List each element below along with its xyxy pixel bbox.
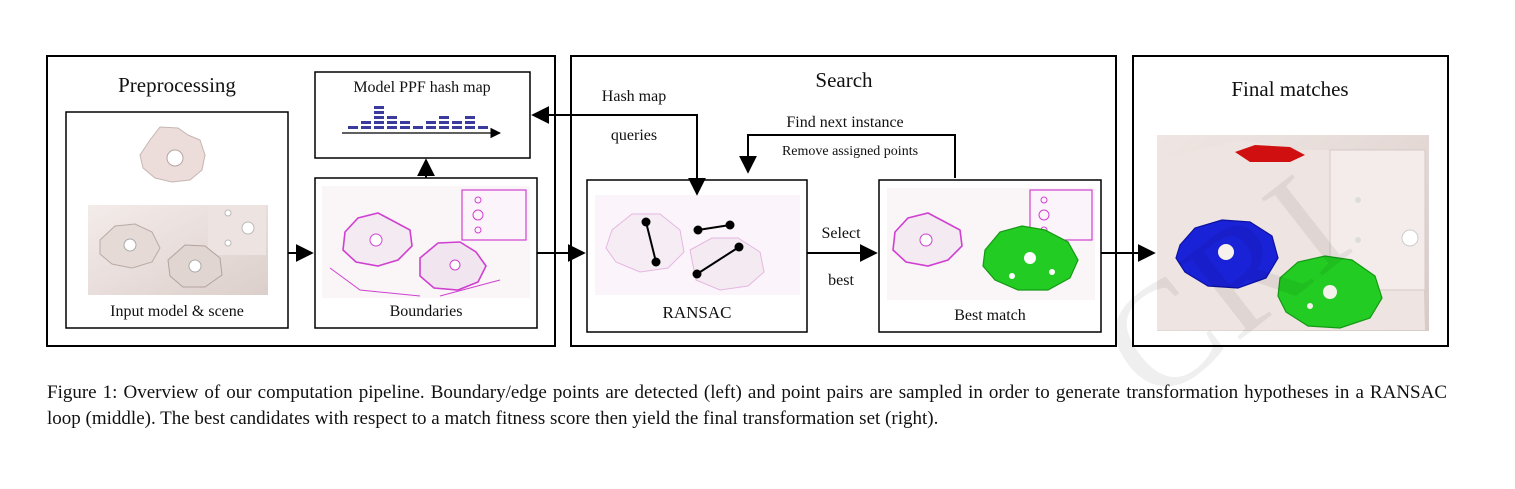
select-label: Select (821, 225, 861, 242)
search-panel (570, 55, 1117, 347)
ransac-image (595, 195, 800, 295)
arrow-hashmap-queries (531, 106, 706, 196)
boundaries-image (322, 186, 530, 298)
hashmap-box-label: Model PPF hash map (353, 79, 490, 96)
preprocessing-panel (46, 55, 556, 347)
input-box-label: Input model & scene (110, 303, 244, 320)
final-matches-image (1157, 135, 1429, 331)
ransac-box-label: RANSAC (663, 303, 732, 322)
best-match-image (887, 188, 1095, 300)
search-title: Search (815, 68, 873, 92)
find-next-instance-label: Find next instance (786, 114, 903, 131)
final-panel (1132, 55, 1449, 347)
figure-caption: Figure 1: Overview of our computation pi… (47, 382, 1447, 429)
arrow-find-next-instance (739, 134, 956, 178)
final-matches-title: Final matches (1231, 77, 1348, 101)
hash-histogram (348, 106, 488, 129)
pipeline-figure: Preprocessing Search Final matches Input… (46, 55, 1449, 347)
best-match-box-label: Best match (954, 307, 1026, 324)
hash-map-label: Hash map (602, 88, 666, 105)
queries-label: queries (611, 127, 657, 144)
remove-assigned-points-label: Remove assigned points (782, 144, 918, 159)
preprocessing-title: Preprocessing (118, 73, 236, 97)
hashmap-box (314, 71, 531, 159)
boundaries-box-label: Boundaries (390, 303, 463, 320)
input-scene-image (88, 126, 268, 295)
best-label: best (828, 272, 854, 289)
